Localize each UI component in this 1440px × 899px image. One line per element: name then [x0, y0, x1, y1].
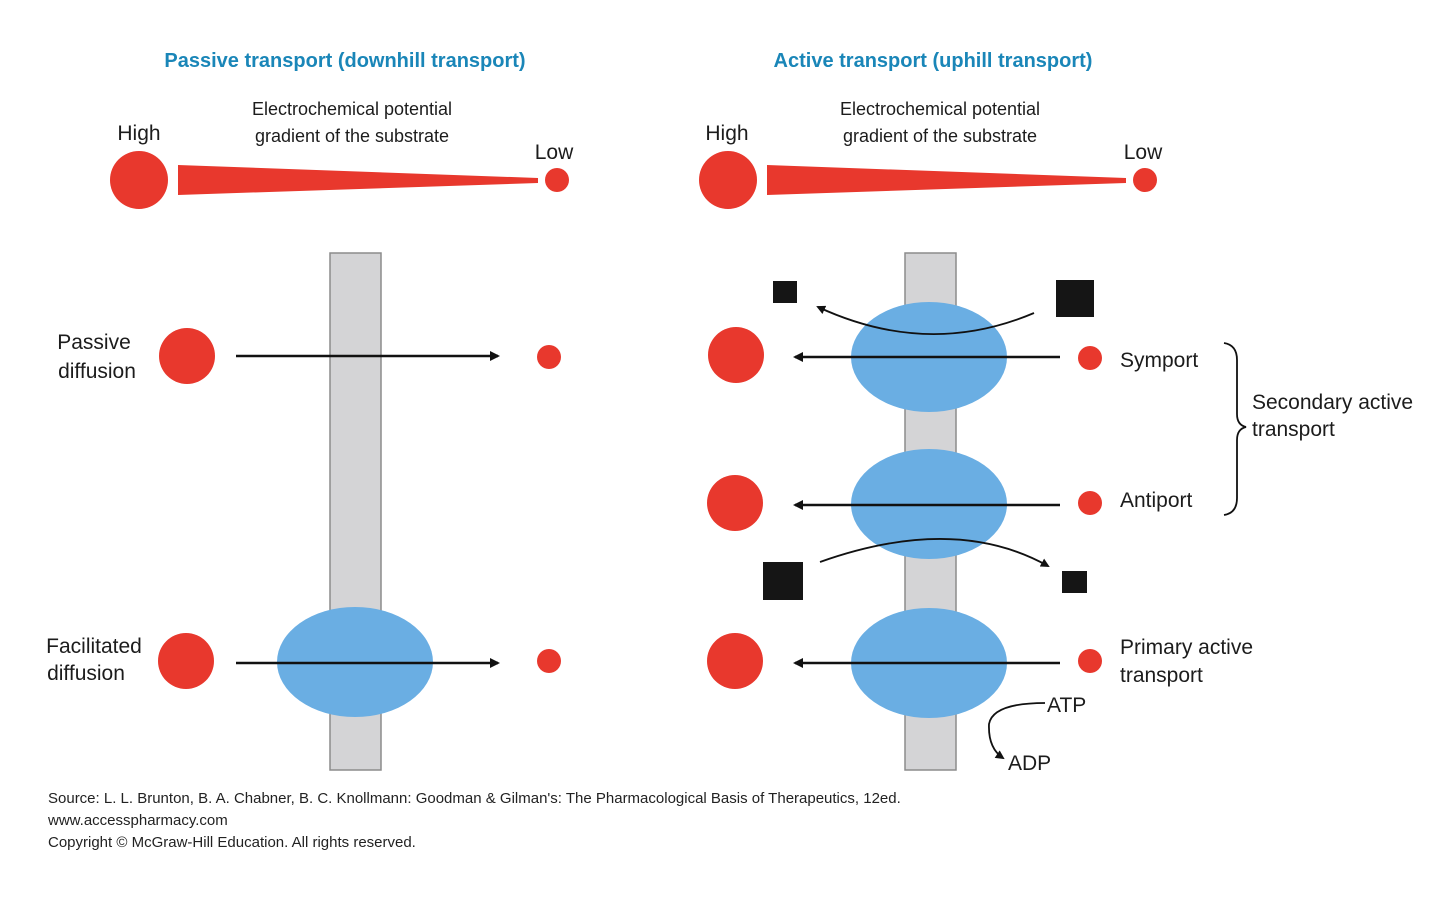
high-concentration-substrate: [708, 327, 764, 383]
high-concentration-substrate: [707, 633, 763, 689]
low-concentration-substrate: [1078, 346, 1102, 370]
passive-diffusion-label-line1: Passive: [57, 331, 131, 354]
low-concentration-substrate: [1133, 168, 1157, 192]
low-concentration-substrate: [1078, 491, 1102, 515]
source-citation: Source: L. L. Brunton, B. A. Chabner, B.…: [48, 788, 1408, 854]
primary-active-label-line1: Primary active: [1120, 636, 1253, 659]
facilitated-diffusion-row: Facilitated diffusion: [46, 607, 561, 717]
cosubstrate-low-square: [773, 281, 797, 303]
source-url: www.accesspharmacy.com: [48, 812, 228, 829]
symport-row: Symport: [708, 280, 1198, 412]
low-concentration-substrate: [545, 168, 569, 192]
passive-gradient: Electrochemical potential gradient of th…: [110, 99, 574, 209]
high-concentration-substrate: [158, 633, 214, 689]
facilitated-diffusion-label-line2: diffusion: [47, 662, 125, 685]
active-gradient-low-label: Low: [1124, 141, 1163, 164]
active-gradient-label-line2: gradient of the substrate: [843, 126, 1037, 146]
gradient-wedge: [767, 165, 1126, 195]
source-citation-line: Source: L. L. Brunton, B. A. Chabner, B.…: [48, 790, 901, 807]
active-gradient-high-label: High: [705, 122, 748, 145]
copyright-notice: Copyright © McGraw-Hill Education. All r…: [48, 834, 416, 851]
passive-transport-title: Passive transport (downhill transport): [164, 50, 525, 72]
active-panel: Active transport (uphill transport) Elec…: [699, 50, 1413, 775]
active-gradient-label-line1: Electrochemical potential: [840, 99, 1040, 119]
atp-label: ATP: [1047, 694, 1086, 717]
gradient-wedge: [178, 165, 538, 195]
cosubstrate-low-square: [1062, 571, 1087, 593]
high-concentration-substrate: [707, 475, 763, 531]
high-concentration-substrate: [110, 151, 168, 209]
passive-panel: Passive transport (downhill transport) E…: [46, 50, 574, 771]
passive-gradient-low-label: Low: [535, 141, 574, 164]
cosubstrate-flow-arrow: [819, 538, 1050, 567]
symport-label: Symport: [1120, 349, 1198, 372]
secondary-active-label-line2: transport: [1252, 418, 1335, 441]
passive-diffusion-label-line2: diffusion: [58, 360, 136, 383]
active-transport-title: Active transport (uphill transport): [774, 50, 1093, 72]
passive-gradient-high-label: High: [117, 122, 160, 145]
active-gradient: Electrochemical potential gradient of th…: [699, 99, 1163, 209]
passive-diffusion-row: Passive diffusion: [57, 328, 561, 384]
low-concentration-substrate: [537, 649, 561, 673]
high-concentration-substrate: [699, 151, 757, 209]
secondary-active-label-line1: Secondary active: [1252, 391, 1413, 414]
cosubstrate-high-square: [1056, 280, 1094, 317]
low-concentration-substrate: [537, 345, 561, 369]
atp-hydrolysis-arrow: [988, 702, 1046, 760]
low-concentration-substrate: [1078, 649, 1102, 673]
primary-active-row: Primary active transport ATP ADP: [707, 608, 1253, 775]
cosubstrate-flow-arrow: [816, 305, 1035, 335]
secondary-active-group: Secondary active transport: [1223, 342, 1413, 516]
facilitated-diffusion-label-line1: Facilitated: [46, 635, 142, 658]
cosubstrate-high-square: [763, 562, 803, 600]
group-brace: [1223, 342, 1247, 516]
high-concentration-substrate: [159, 328, 215, 384]
passive-gradient-label-line2: gradient of the substrate: [255, 126, 449, 146]
primary-active-label-line2: transport: [1120, 664, 1203, 687]
passive-gradient-label-line1: Electrochemical potential: [252, 99, 452, 119]
antiport-row: Antiport: [707, 449, 1193, 600]
antiport-label: Antiport: [1120, 489, 1193, 512]
adp-label: ADP: [1008, 752, 1051, 775]
